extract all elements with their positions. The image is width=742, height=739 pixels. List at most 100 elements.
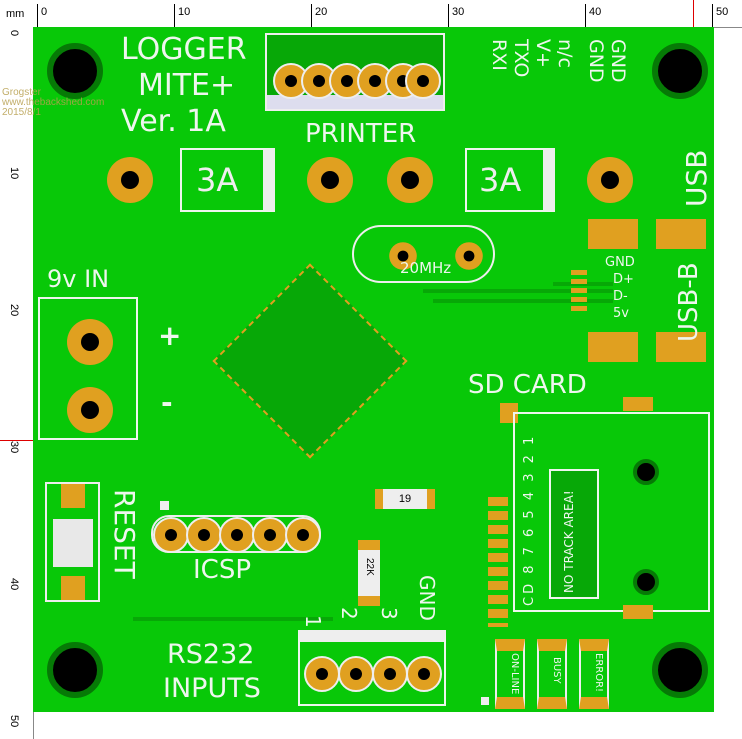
icsp-pin (186, 517, 222, 553)
icsp-header[interactable] (151, 515, 321, 553)
trace (133, 617, 333, 621)
usb-connector-label: USB-B (674, 262, 704, 342)
trace (433, 299, 613, 303)
led-error: ERROR! (579, 639, 609, 709)
rs232-pin-label: 2 (337, 607, 361, 620)
fuse-2[interactable]: 3A (465, 148, 555, 212)
resistor-19[interactable]: 19 (375, 489, 435, 509)
sd-hole (633, 459, 659, 485)
led-label: ON-LINE (509, 653, 520, 695)
icsp-pin (219, 517, 255, 553)
crystal-pad (455, 242, 483, 270)
ruler-label: 30 (8, 441, 20, 454)
ruler-label: 10 (178, 6, 191, 18)
top-ruler[interactable]: mm 0 10 20 30 40 50 (0, 0, 742, 28)
cursor-marker (0, 440, 33, 441)
ruler-tick (311, 4, 312, 27)
pin-label: TXO (510, 39, 532, 78)
resistor-22k[interactable]: 22K (358, 540, 380, 606)
resistor-label: 19 (398, 493, 412, 505)
ruler-label: 30 (452, 6, 465, 18)
sd-pin-numbers: CD 8 7 6 5 4 3 2 1 (522, 433, 537, 606)
rs232-label-2: INPUTS (163, 673, 261, 704)
fuse-1[interactable]: 3A (180, 148, 275, 212)
plus-sign: + (158, 319, 182, 352)
reset-label: RESET (108, 489, 141, 579)
pin1-marker (160, 501, 169, 510)
sd-pad (623, 397, 653, 411)
rs232-pin-label: 3 (377, 607, 401, 620)
resistor-label: 22K (364, 558, 375, 576)
fuse-pad (307, 157, 353, 203)
pin-label: GND (607, 39, 629, 83)
left-ruler[interactable]: 0 10 20 30 40 50 (0, 27, 34, 739)
led-label: ERROR! (593, 653, 604, 693)
power-terminal[interactable] (38, 297, 138, 440)
ruler-label: 40 (8, 578, 20, 591)
no-track-area: NO TRACK AREA! (549, 469, 599, 599)
ruler-tick (174, 4, 175, 27)
fuse-label: 3A (479, 161, 522, 199)
usb-pin (571, 279, 587, 284)
mounting-hole (47, 642, 103, 698)
ruler-tick (448, 4, 449, 27)
ruler-unit: mm (6, 8, 25, 20)
sd-card-socket[interactable]: NO TRACK AREA! CD 8 7 6 5 4 3 2 1 (513, 412, 710, 612)
rs232-pin (338, 656, 374, 692)
pin1-marker (481, 697, 489, 705)
icsp-pin (285, 517, 321, 553)
pcb-board[interactable]: LOGGER MITE+ Ver. 1A RXI TXO V+ n/c GND … (33, 27, 714, 712)
sd-card-label: SD CARD (468, 370, 587, 400)
ruler-tick (37, 4, 38, 27)
icsp-label: ICSP (193, 555, 252, 585)
crystal[interactable]: 20MHz (352, 225, 495, 283)
usb-pad (588, 332, 638, 362)
usb-pin (571, 270, 587, 275)
printer-pin (405, 63, 441, 99)
printer-label: PRINTER (305, 119, 417, 149)
ruler-tick (712, 4, 713, 27)
ruler-label: 0 (8, 30, 20, 37)
watermark-author: Grogster (2, 87, 41, 98)
printer-header[interactable] (265, 33, 445, 111)
crystal-pad (389, 242, 417, 270)
led-label: BUSY (551, 657, 562, 684)
power-pad (67, 387, 113, 433)
ruler-label: 50 (716, 6, 729, 18)
minus-sign: - (161, 386, 173, 419)
fuse-pad (387, 157, 433, 203)
power-pad (67, 319, 113, 365)
rs232-pin-label: 1 (301, 615, 325, 628)
no-track-label: NO TRACK AREA! (562, 490, 576, 593)
usb-pin (571, 297, 587, 302)
usb-pin-label: D- (613, 289, 628, 304)
led-busy: BUSY (537, 639, 567, 709)
rs232-pin (406, 656, 442, 692)
reset-pad (61, 484, 85, 508)
mounting-hole (652, 43, 708, 99)
watermark-site: www.thebackshed.com (2, 97, 105, 108)
ruler-label: 10 (8, 167, 20, 180)
ruler-tick (585, 4, 586, 27)
fuse-pad (587, 157, 633, 203)
usb-pad (588, 219, 638, 249)
icsp-pin (252, 517, 288, 553)
usb-pin (571, 288, 587, 293)
fuse-pad (107, 157, 153, 203)
watermark-date: 2015/8/1 (2, 107, 41, 118)
usb-pad (656, 332, 706, 362)
fuse-label: 3A (196, 161, 239, 199)
cursor-marker (693, 0, 694, 27)
mounting-hole (652, 642, 708, 698)
usb-pin-label: GND (605, 255, 635, 270)
reset-button[interactable] (45, 482, 100, 602)
usb-pin-label: 5v (613, 306, 629, 321)
watermark: Grogster www.thebackshed.com 2015/8/1 (2, 88, 104, 118)
board-title-1: LOGGER (121, 32, 247, 67)
rs232-header[interactable] (298, 630, 446, 706)
board-title-2: MITE+ (138, 68, 236, 103)
ruler-label: 20 (315, 6, 328, 18)
reset-pad (61, 576, 85, 600)
rs232-label: RS232 (167, 639, 255, 670)
microcontroller-chip[interactable] (212, 263, 408, 459)
